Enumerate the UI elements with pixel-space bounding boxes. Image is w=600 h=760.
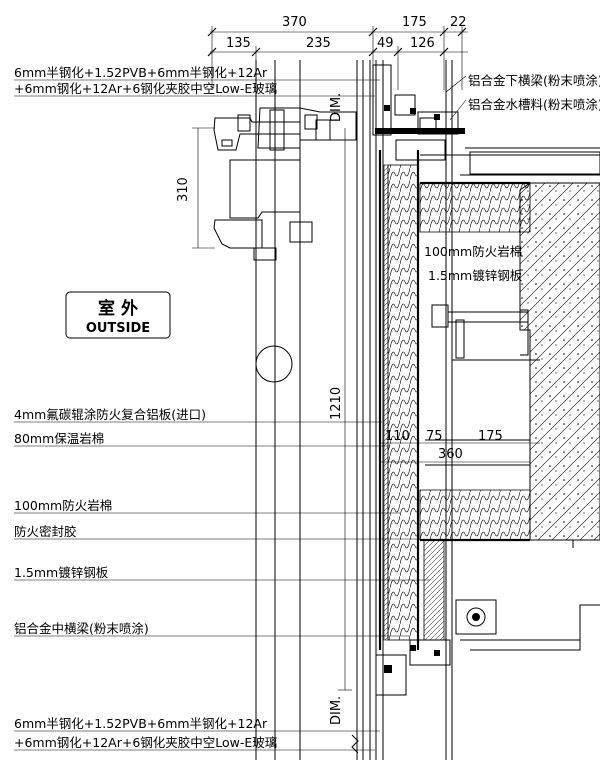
dim-1210: 1210 [329, 387, 344, 420]
dim-75: 75 [426, 429, 443, 444]
dim-126: 126 [410, 36, 435, 51]
label-steel-inner: 1.5mm镀锌钢板 [428, 268, 523, 283]
dim-175: 175 [478, 429, 503, 444]
inner-dimension-chain: 110 75 175 360 [380, 429, 540, 463]
label-glass-top-line2: +6mm钢化+12Ar+6钢化夹胶中空Low-E玻璃 [14, 81, 277, 96]
dim-49: 49 [377, 36, 394, 51]
label-lower-beam: 铝合金下横梁(粉末喷涂) [468, 73, 600, 88]
curtain-wall-verticals [253, 60, 453, 760]
dim-110: 110 [385, 429, 410, 444]
dim-360: 360 [438, 447, 463, 462]
label-glass-bottom-line2: +6mm钢化+12Ar+6钢化夹胶中空Low-E玻璃 [14, 735, 277, 750]
floor-slab-and-beam [419, 147, 600, 548]
dim-135: 135 [226, 36, 251, 51]
left-material-labels: 6mm半钢化+1.52PVB+6mm半钢化+12Ar +6mm钢化+12Ar+6… [14, 65, 277, 750]
exterior-fin-profile [213, 107, 357, 249]
label-aluminium-panel: 4mm氟碳辊涂防火复合铝板(进口) [14, 407, 206, 422]
outside-label-cn: 室 外 [98, 298, 138, 319]
outside-label-box: 室 外 OUTSIDE [65, 291, 171, 339]
outside-label-en: OUTSIDE [86, 321, 150, 336]
dim-175: 175 [402, 15, 427, 30]
dim-text-bottom: DIM. [329, 696, 344, 725]
label-firewool-inner: 100mm防火岩棉 [424, 244, 522, 259]
lower-transom-assembly [351, 539, 600, 760]
label-insulation: 80mm保温岩棉 [14, 431, 104, 446]
dim-text-top: DIM. [329, 93, 344, 122]
label-mid-beam: 铝合金中横梁(粉末喷涂) [14, 621, 149, 636]
right-material-labels: 铝合金下横梁(粉末喷涂) 铝合金水槽料(粉末喷涂) 100mm防火岩棉 1.5m… [424, 73, 600, 283]
label-steel-plate: 1.5mm镀锌钢板 [14, 565, 109, 580]
insulated-panel-band [378, 150, 420, 650]
mullion-hole-circle [255, 345, 293, 383]
dim-22: 22 [450, 15, 467, 30]
vertical-dimension-310: 310 [176, 127, 215, 249]
dim-235: 235 [306, 36, 331, 51]
left-leader-lines [14, 79, 430, 751]
label-gutter: 铝合金水槽料(粉末喷涂) [468, 97, 600, 112]
label-glass-bottom-line1: 6mm半钢化+1.52PVB+6mm半钢化+12Ar [14, 716, 268, 731]
label-firewool: 100mm防火岩棉 [14, 498, 112, 513]
label-sealant: 防火密封胶 [14, 524, 77, 539]
top-transom-assembly [372, 64, 465, 161]
label-glass-top-line1: 6mm半钢化+1.52PVB+6mm半钢化+12Ar [14, 65, 268, 80]
top-dimension-chain: 370 175 22 135 235 49 126 [207, 15, 468, 90]
dim-370: 370 [282, 15, 307, 30]
dim-310: 310 [176, 177, 191, 202]
vertical-dimension-1210: 1210 DIM. DIM. [329, 93, 352, 725]
